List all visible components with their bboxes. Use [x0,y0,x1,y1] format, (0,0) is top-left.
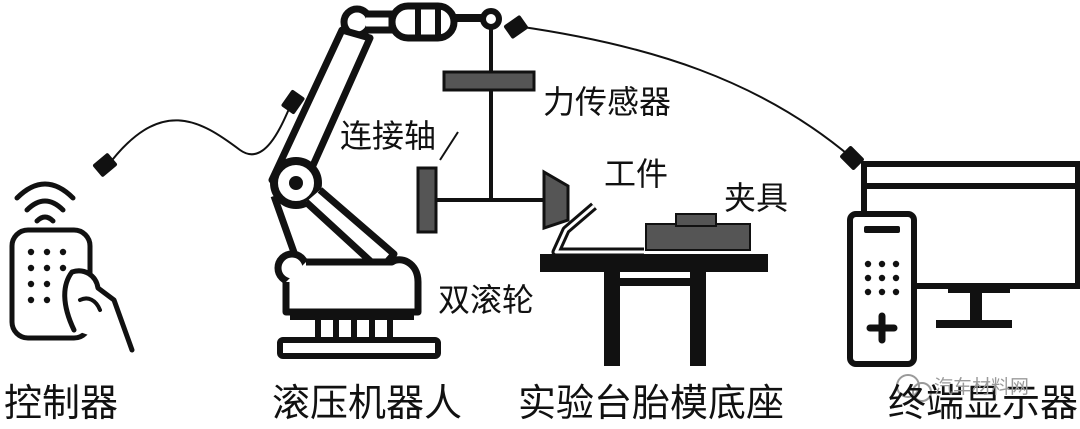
watermark-text: 汽车材料网 [934,376,1030,398]
label-connecting-shaft: 连接轴 [340,117,437,155]
right-roller [542,169,570,231]
label-workpiece: 工件 [604,155,669,193]
terminal-display-icon [847,161,1080,367]
cable-controller-robot [105,101,293,169]
label-test-bench-base: 实验台胎模底座 [518,381,785,425]
rolling-tool [416,27,570,234]
connector-terminal [840,146,864,170]
connector-controller [93,153,117,177]
fixture [645,223,751,251]
cable-robot-terminal [515,25,853,159]
connector-arm-top [504,15,528,39]
label-double-rollers: 双滚轮 [438,281,535,319]
label-rolling-robot: 滚压机器人 [272,381,463,425]
test-bench [540,202,768,366]
robot-arm [268,2,502,359]
label-terminal-display: 终端显示器 [888,381,1079,425]
label-controller: 控制器 [4,381,119,425]
left-roller [416,166,438,234]
label-fixture: 夹具 [724,179,789,217]
force-sensor [442,70,536,92]
connector-arm [281,90,305,114]
controller-icon [9,181,135,353]
watermark-icon [896,374,932,402]
label-force-sensor: 力传感器 [543,83,672,121]
